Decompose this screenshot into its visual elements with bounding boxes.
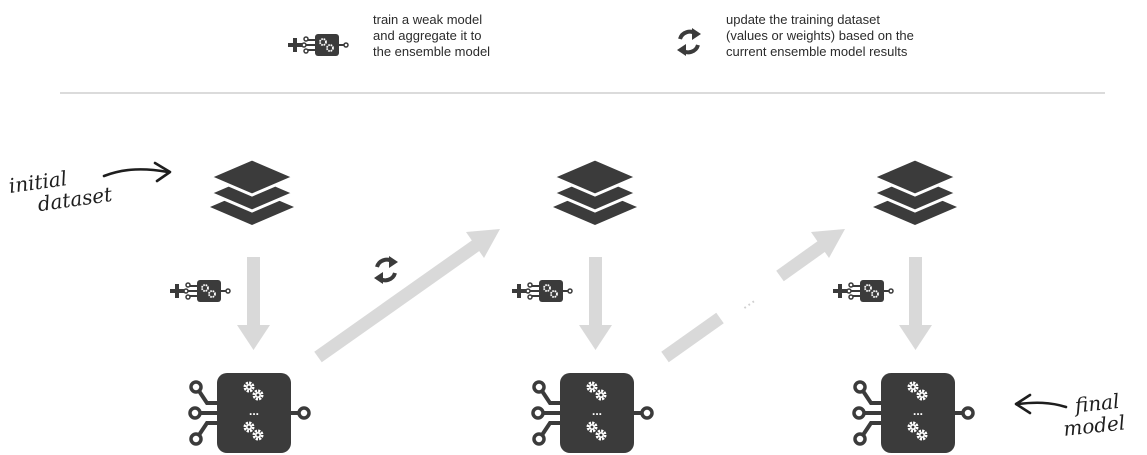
- legend-train-line-1: train a weak model: [373, 12, 483, 27]
- legend-update-line-2: (values or weights) based on the: [726, 28, 914, 43]
- model-3-dots: ...: [913, 404, 923, 418]
- dataset-stack-1-icon: [208, 157, 296, 227]
- initial-dataset-pointer-arrow: [102, 161, 172, 183]
- train-arrow-1: [237, 257, 270, 350]
- legend-train-line-2: and aggregate it to: [373, 28, 482, 43]
- update-step-icon: [372, 254, 400, 286]
- train-arrow-3: [899, 257, 932, 350]
- train-step-2-icon: [510, 278, 574, 304]
- train-step-1-icon: [168, 278, 232, 304]
- legend-update-line-1: update the training dataset: [726, 12, 880, 27]
- legend-update-icon: [675, 26, 703, 58]
- legend-train-line-3: the ensemble model: [373, 44, 491, 59]
- final-model-pointer-arrow: [1014, 393, 1068, 415]
- legend-train-text: train a weak model and aggregate it to t…: [373, 12, 490, 60]
- legend-train-icon: [286, 32, 350, 58]
- model-2-dots: ...: [592, 404, 602, 418]
- dataset-stack-3-icon: [871, 157, 959, 227]
- train-step-3-icon: [831, 278, 895, 304]
- update-arrow-2: [661, 229, 845, 363]
- legend-update-line-3: current ensemble model results: [726, 44, 908, 59]
- legend-update-text: update the training dataset (values or w…: [726, 12, 914, 60]
- update-arrow-1: [314, 229, 500, 363]
- update-ellipsis: ...: [734, 288, 758, 313]
- final-model-annotation: final model: [1062, 389, 1126, 441]
- train-arrow-2: [579, 257, 612, 350]
- model-1-dots: ...: [249, 404, 259, 418]
- dataset-stack-2-icon: [551, 157, 639, 227]
